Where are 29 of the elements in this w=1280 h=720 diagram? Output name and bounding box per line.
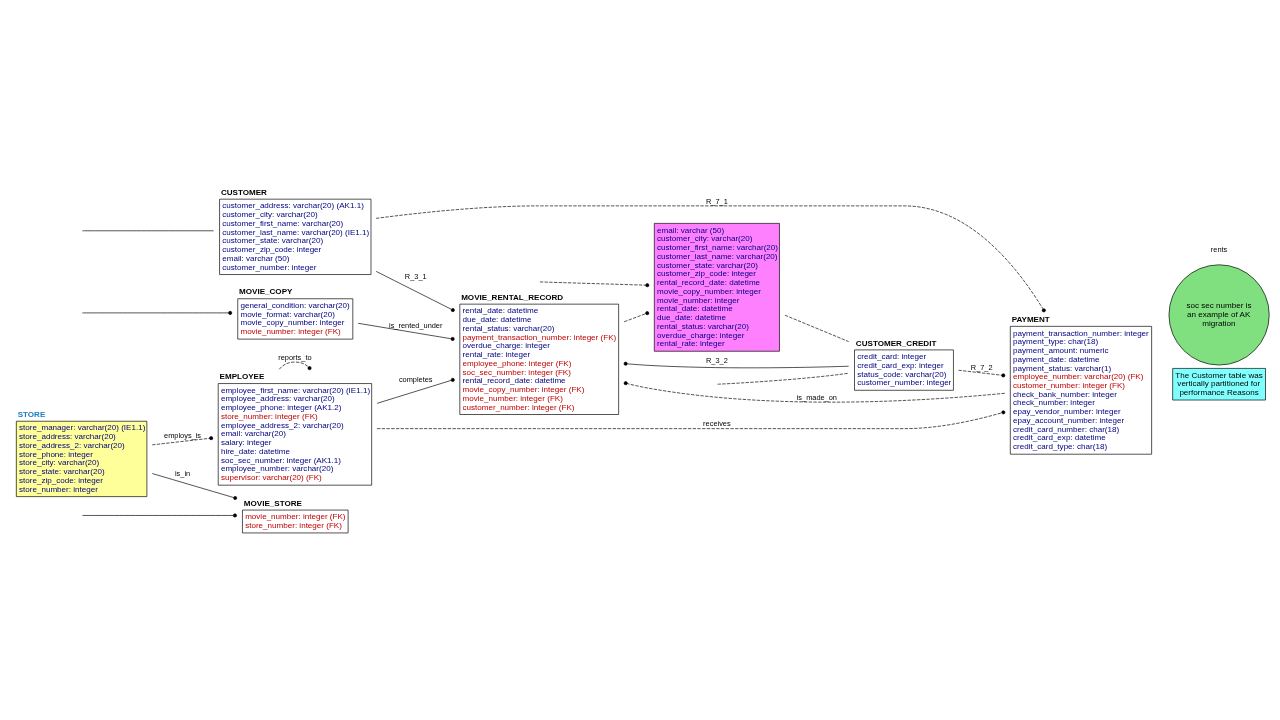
connector — [82, 312, 229, 314]
edge-label: is_rented_under — [389, 320, 443, 330]
connector — [376, 377, 455, 404]
edge-label: R_7_2 — [970, 362, 993, 372]
label: rents — [1210, 244, 1228, 254]
connector — [539, 281, 646, 286]
edge-label: R_3_2 — [706, 356, 728, 366]
connector — [717, 372, 850, 385]
connector — [375, 205, 1046, 313]
connector — [151, 436, 214, 446]
connector — [375, 271, 455, 312]
edge-label: R_3_1 — [404, 272, 427, 282]
edge-label: employs_is — [164, 430, 202, 440]
connector — [623, 381, 1006, 403]
connector — [958, 369, 1006, 378]
connector — [623, 361, 849, 369]
edge-label: is_made_on — [796, 393, 837, 403]
edge-label: receives — [703, 419, 731, 429]
connector — [357, 322, 455, 341]
connector — [278, 361, 312, 371]
edge-label: completes — [398, 375, 433, 385]
connector — [376, 410, 1006, 429]
connector — [82, 515, 234, 516]
edge-label: reports_to — [278, 352, 312, 362]
edge-label: R_7_1 — [706, 196, 728, 206]
connector — [151, 473, 238, 500]
edge-label: is_in — [174, 469, 191, 479]
connector — [784, 314, 849, 342]
connector — [623, 311, 650, 323]
